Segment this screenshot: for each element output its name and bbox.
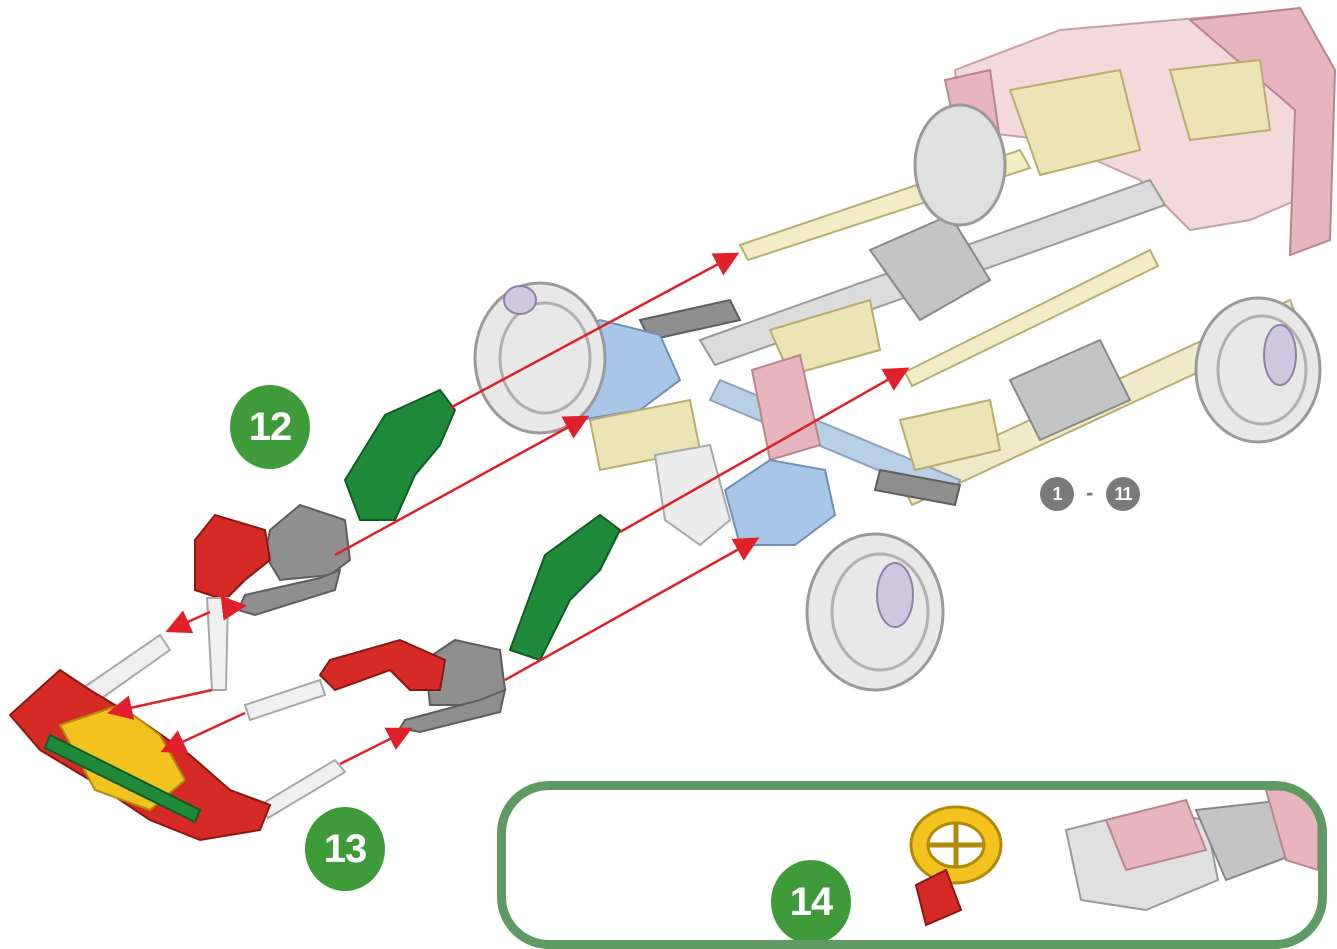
- step-14-preview: [909, 790, 1318, 927]
- range-start-label: 1: [1052, 483, 1062, 504]
- step-13-label: 13: [323, 826, 367, 871]
- step-14-inset: 14: [497, 781, 1327, 949]
- wheel-icon: [473, 281, 607, 435]
- step-12-badge: 12: [230, 385, 310, 469]
- range-separator: -: [1086, 480, 1094, 505]
- steering-wheel-icon: [909, 805, 1003, 927]
- step12-parts: [78, 388, 457, 707]
- step13-parts: [8, 513, 622, 842]
- step-13-badge: 13: [305, 807, 385, 891]
- chassis-assembly: [543, 6, 1337, 547]
- step-12-label: 12: [248, 404, 292, 449]
- wheel-icon: [1194, 296, 1322, 444]
- range-start-badge: 1: [1040, 477, 1074, 511]
- wheel-icon: [913, 103, 1007, 227]
- assembly-illustration: [8, 6, 1337, 842]
- range-end-badge: 11: [1106, 477, 1140, 511]
- wheel-icon: [805, 532, 945, 692]
- assembly-arrow-icon: [107, 252, 910, 766]
- range-end-label: 11: [1114, 483, 1132, 504]
